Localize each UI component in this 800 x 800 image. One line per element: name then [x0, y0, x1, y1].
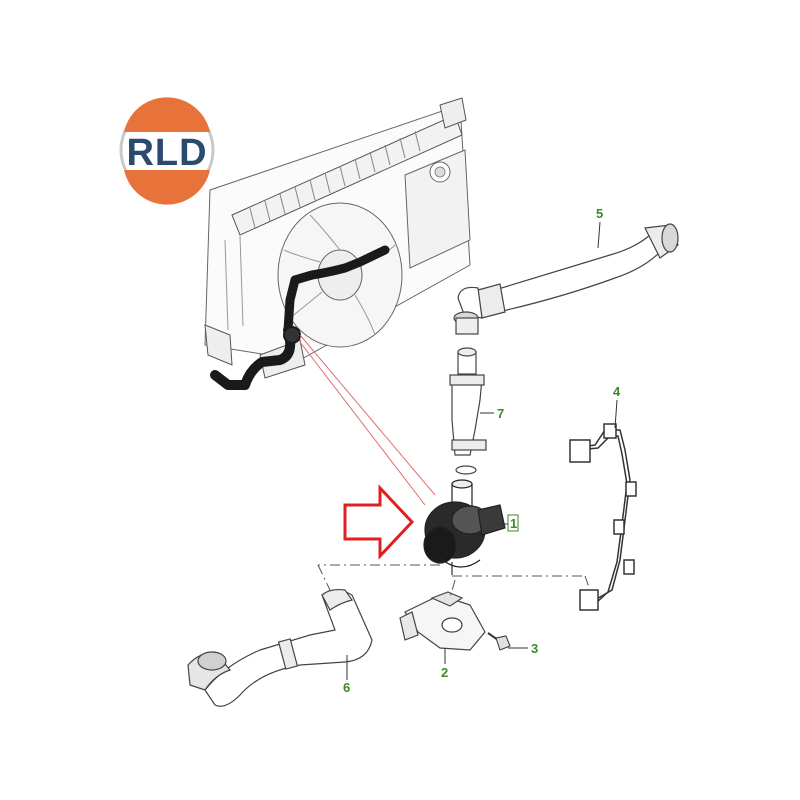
callout-1: 1: [510, 516, 517, 531]
logo-bottom-arc: [124, 170, 210, 205]
pump-bracket: [399, 591, 486, 651]
callout-7: 7: [497, 406, 504, 421]
callout-5: 5: [596, 206, 603, 221]
water-pump: [423, 479, 506, 575]
callout-2: 2: [441, 665, 448, 680]
indicator-arrow: [343, 484, 415, 560]
logo-top-arc: [124, 97, 210, 132]
callout-3: 3: [531, 641, 538, 656]
logo-text: RLD: [126, 132, 207, 174]
lower-hose: [187, 588, 373, 707]
callout-6: 6: [343, 680, 350, 695]
leader-lines: [299, 334, 436, 506]
upper-hose: [453, 223, 679, 335]
connector-hose: [449, 347, 487, 475]
rld-logo: RLD: [119, 97, 215, 205]
callout-4: 4: [613, 384, 621, 399]
callout-labels: 5 7 1 4 2 3 6: [343, 206, 621, 695]
callout-1-box: [507, 514, 519, 532]
bolt: [487, 632, 511, 651]
callout-leaders: [346, 221, 618, 680]
wiring-harness: [569, 423, 637, 611]
radiator-assembly: [204, 97, 471, 379]
assembly-dash-lines: [317, 564, 591, 599]
